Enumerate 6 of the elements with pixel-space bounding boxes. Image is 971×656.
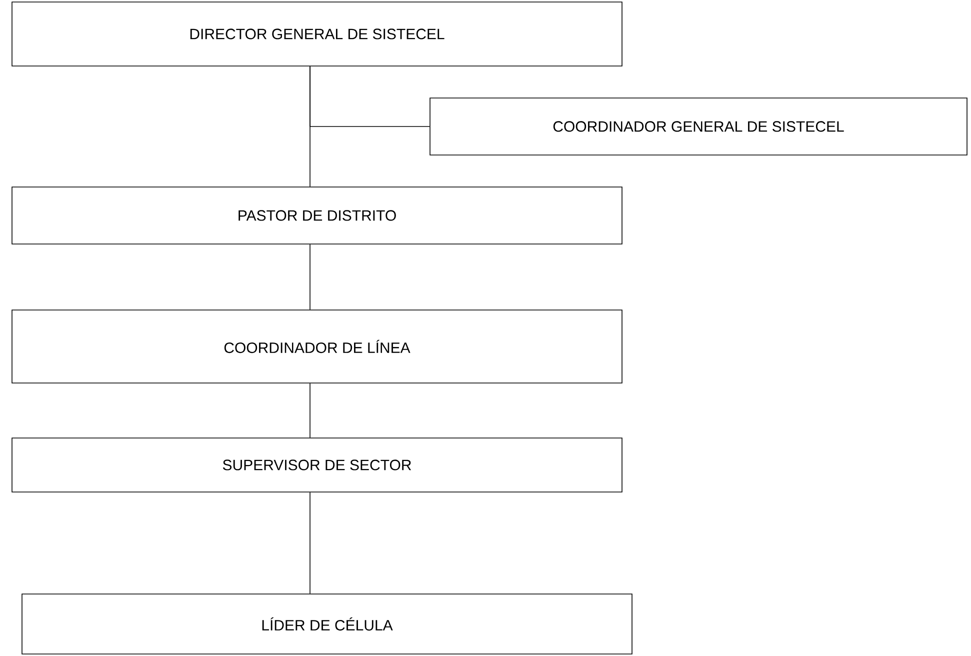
org-box: PASTOR DE DISTRITO	[12, 186, 622, 244]
org-box: SUPERVISOR DE SECTOR	[12, 438, 622, 492]
org-box: COORDINADOR GENERAL DE SISTECEL	[430, 98, 968, 156]
org-box: DIRECTOR GENERAL DE SISTECEL	[12, 2, 622, 66]
org-box: COORDINADOR DE LÍNEA	[12, 310, 622, 384]
org-box: LÍDER DE CÉLULA	[22, 594, 632, 654]
